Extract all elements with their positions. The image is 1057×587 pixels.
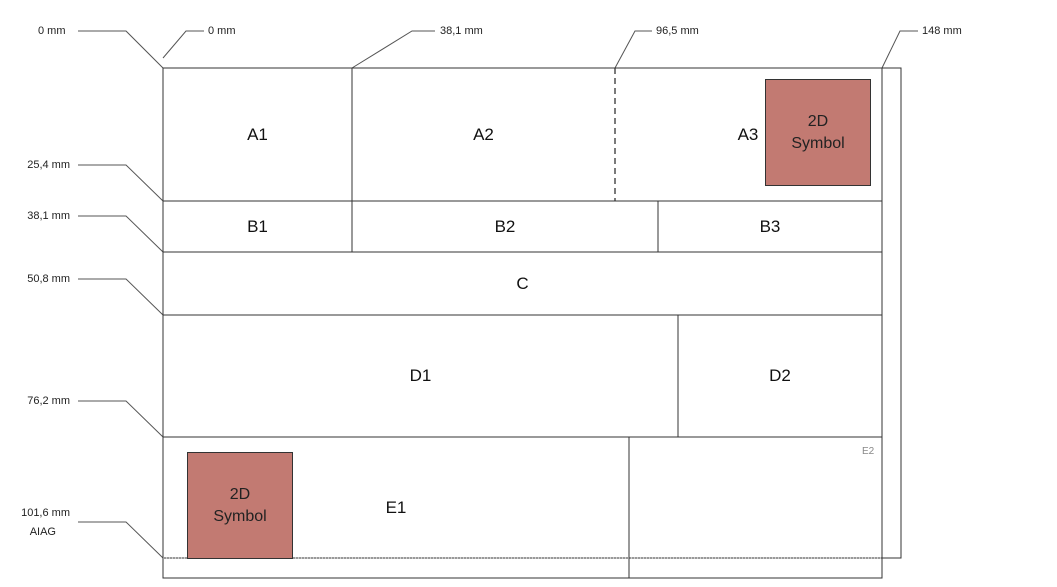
leader-line-top-0 [162, 30, 204, 59]
zone-c: C [516, 273, 529, 293]
left-label-25mm: 25,4 mm [27, 159, 70, 171]
label-frame [162, 67, 883, 579]
leader-line-top-148 [881, 30, 918, 69]
zone-b3: B3 [759, 216, 781, 236]
symbol-2d-bottom-line2: Symbol [213, 507, 267, 525]
leader-line-76 [78, 400, 164, 438]
symbol-2d-top-line1: 2D [807, 112, 829, 130]
zone-d1: D1 [409, 366, 432, 385]
leader-line-101 [78, 521, 164, 559]
left-label-aiag: AIAG [29, 526, 56, 538]
left-label-76mm: 76,2 mm [27, 395, 70, 407]
left-label-50mm: 50,8 mm [27, 273, 70, 285]
top-label-148mm: 148 mm [922, 25, 962, 37]
zone-e2: E2 [862, 446, 875, 457]
zone-a3: A3 [737, 124, 759, 144]
zone-b2: B2 [494, 216, 516, 236]
left-label-38mm: 38,1 mm [27, 210, 70, 222]
leader-line-corner [78, 30, 164, 69]
symbol-2d-top-line2: Symbol [791, 134, 845, 152]
symbol-2d-bottom: 2D Symbol [187, 452, 293, 559]
leader-line-25 [78, 164, 164, 202]
top-label-96mm: 96,5 mm [656, 25, 699, 37]
zone-e1: E1 [385, 497, 407, 517]
top-label-38mm: 38,1 mm [440, 25, 483, 37]
symbol-2d-bottom-line1: 2D [229, 485, 251, 503]
zone-d2: D2 [769, 366, 791, 385]
leader-line-top-38 [351, 30, 435, 69]
leader-line-38 [78, 215, 164, 253]
left-label-101mm: 101,6 mm [21, 507, 70, 519]
symbol-2d-top: 2D Symbol [765, 79, 871, 186]
leader-line-50 [78, 278, 164, 316]
zone-a2: A2 [473, 124, 494, 144]
top-label-0mm-left: 0 mm [38, 25, 66, 37]
leader-line-top-96 [614, 30, 652, 69]
zone-a1: A1 [247, 124, 268, 144]
top-label-0mm: 0 mm [208, 25, 236, 37]
zone-b1: B1 [247, 216, 268, 236]
